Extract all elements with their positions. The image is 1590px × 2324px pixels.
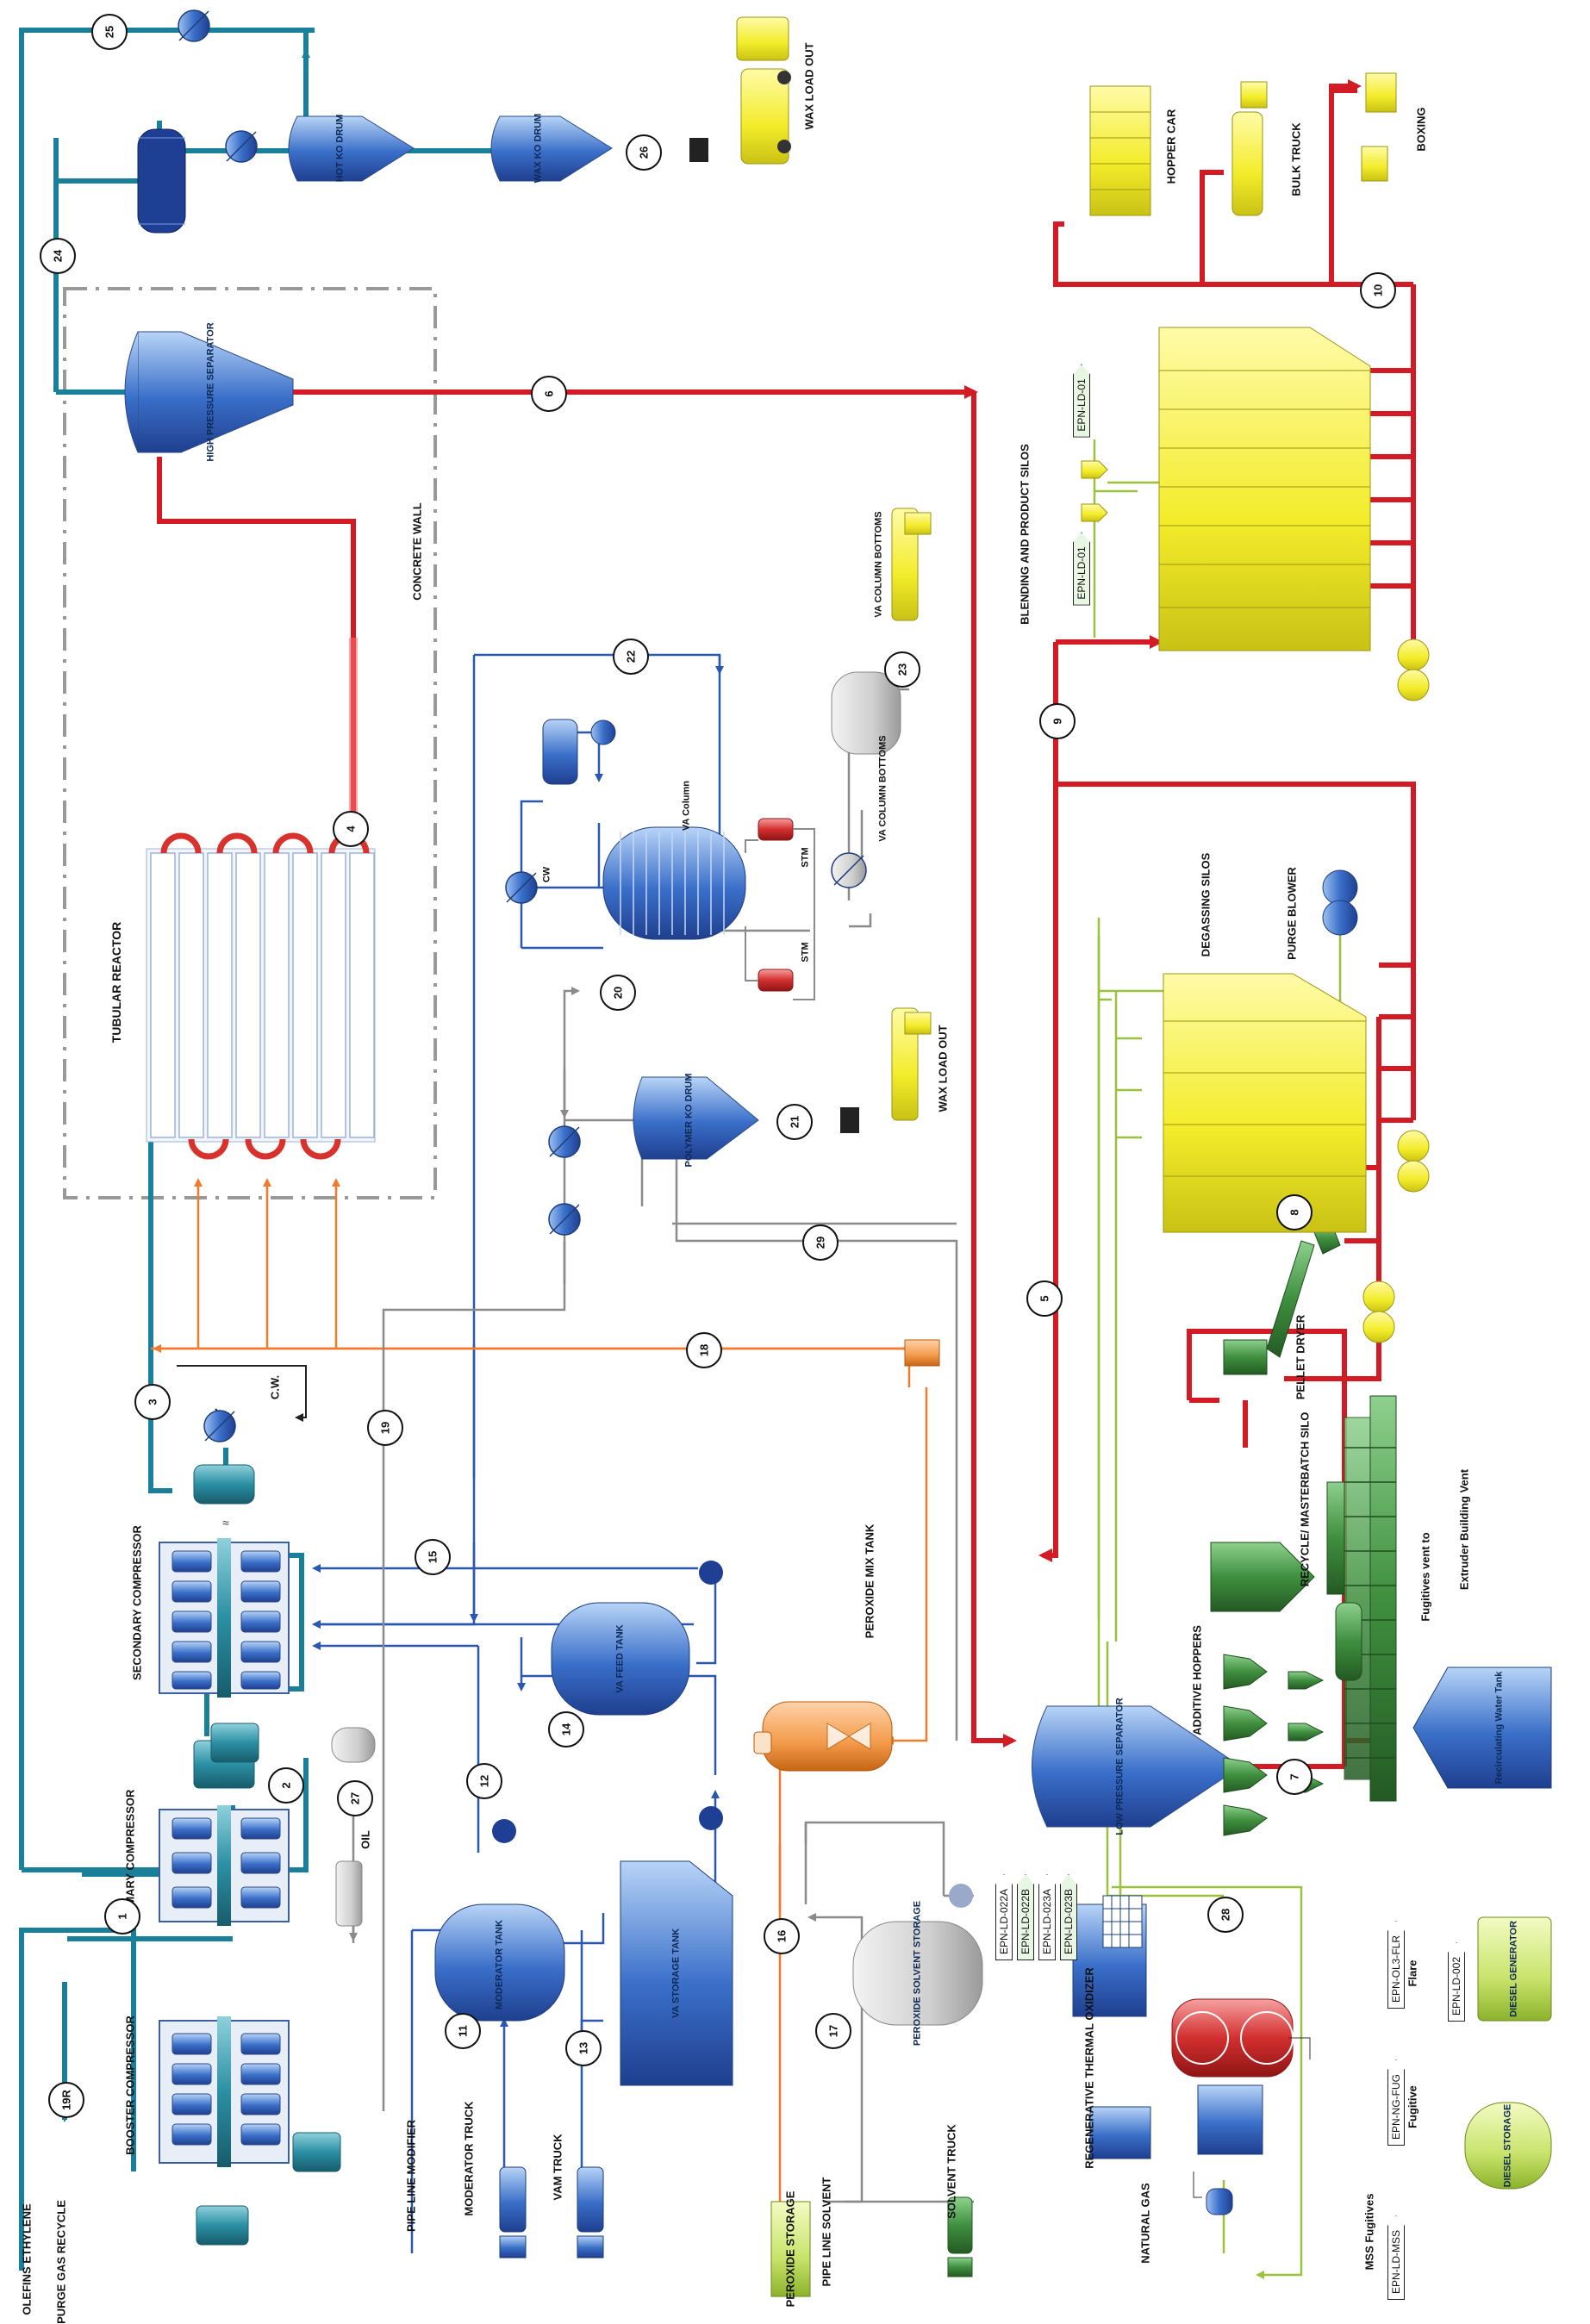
stream-18: 18 xyxy=(686,1332,722,1368)
stream-27: 27 xyxy=(337,1780,373,1816)
secondary-compressor: ≈ xyxy=(159,1465,289,1762)
moderator-truck xyxy=(500,2167,526,2258)
stream-26: 26 xyxy=(626,134,662,171)
low-pressure-separator xyxy=(1032,1706,1242,1827)
va-bottoms-truck xyxy=(892,508,931,620)
stream-3: 3 xyxy=(134,1384,171,1420)
vam-truck xyxy=(577,2167,603,2258)
blending-product-silos xyxy=(1082,327,1370,651)
primary-compressor xyxy=(159,1741,289,1926)
stream-23: 23 xyxy=(884,651,920,688)
stream-25: 25 xyxy=(91,14,128,50)
purge-blower xyxy=(1323,870,1357,935)
hot-ko-drum xyxy=(289,116,414,181)
tubular-reactor xyxy=(147,836,375,1156)
svg-text:≈: ≈ xyxy=(222,1516,229,1530)
regenerative-thermal-oxidizer xyxy=(1073,1896,1310,2215)
peroxide-mix-tank xyxy=(754,1340,939,1771)
stream-1: 1 xyxy=(104,1898,140,1935)
bulk-truck xyxy=(1232,82,1267,215)
stream-2: 2 xyxy=(268,1767,304,1804)
stream-14: 14 xyxy=(548,1711,584,1748)
stream-4: 4 xyxy=(333,811,369,847)
degassing-silos xyxy=(1163,974,1366,1232)
stream-19r: 19R xyxy=(48,2082,84,2118)
rotary-feeders xyxy=(1363,639,1429,1343)
va-column-bottoms-drum xyxy=(832,672,901,754)
booster-compressor xyxy=(159,2016,340,2245)
stream-7: 7 xyxy=(1276,1759,1313,1795)
stream-16: 16 xyxy=(764,1918,800,1954)
wax-ko-drum xyxy=(491,116,612,181)
stream-19: 19 xyxy=(367,1410,403,1446)
stream-13: 13 xyxy=(565,2030,602,2066)
stream-5: 5 xyxy=(1026,1280,1063,1317)
va-column xyxy=(543,720,745,939)
black-lines xyxy=(177,1366,306,1430)
stream-6: 6 xyxy=(531,376,567,412)
recirculating-water-tank xyxy=(1413,1667,1551,1788)
top-cooler-vessel xyxy=(138,129,185,233)
stream-8: 8 xyxy=(1276,1194,1313,1231)
polymer-ko-drum xyxy=(633,1008,931,1159)
stream-9: 9 xyxy=(1039,703,1076,739)
heat-exchangers xyxy=(178,10,866,1442)
va-feed-tank xyxy=(552,1561,723,1830)
stream-21: 21 xyxy=(776,1104,813,1140)
stream-29: 29 xyxy=(802,1224,839,1261)
boxing xyxy=(1362,73,1396,181)
stream-11: 11 xyxy=(445,2013,481,2049)
stream-12: 12 xyxy=(466,1763,502,1799)
hopper-car xyxy=(1090,86,1150,215)
stream-10: 10 xyxy=(1360,272,1396,308)
wax-truck-top xyxy=(689,17,791,164)
additive-hoppers xyxy=(1224,1654,1323,1835)
stream-24: 24 xyxy=(40,238,76,274)
stream-20: 20 xyxy=(600,975,636,1011)
stream-28: 28 xyxy=(1207,1897,1244,1933)
stream-22: 22 xyxy=(613,639,649,675)
pellet-dryer xyxy=(1224,1224,1340,1374)
stream-15: 15 xyxy=(415,1539,451,1575)
extruder xyxy=(1327,1396,1396,1801)
reboilers xyxy=(745,819,814,1000)
stream-17: 17 xyxy=(815,2013,851,2049)
